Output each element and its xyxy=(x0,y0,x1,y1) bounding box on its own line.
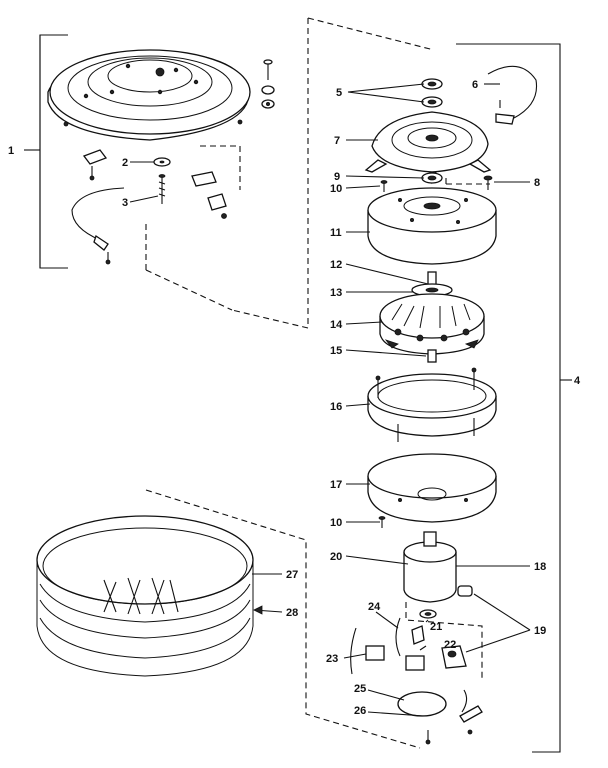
dashed-guide-8 xyxy=(445,178,490,190)
label-27: 27 xyxy=(286,569,298,581)
top-cover-plate xyxy=(47,49,251,141)
label-5: 5 xyxy=(336,87,342,99)
label-9: 9 xyxy=(334,171,340,183)
label-19: 19 xyxy=(534,625,546,637)
part-23-24-clips xyxy=(350,617,425,675)
label-1: 1 xyxy=(8,145,14,157)
part-19-cap-and-plug xyxy=(441,585,473,669)
parts-21-22-terminals xyxy=(411,609,437,645)
label-28: 28 xyxy=(286,607,298,619)
part-5-nuts xyxy=(421,78,443,108)
label-2: 2 xyxy=(122,157,128,169)
part-18-capacitor xyxy=(403,531,457,603)
group-4-bracket xyxy=(456,43,572,753)
label-22: 22 xyxy=(444,639,456,651)
bracket-clip-left xyxy=(82,149,108,181)
part-3-screw xyxy=(158,174,166,204)
wire-lead-bottom xyxy=(459,689,483,735)
label-10-bottom: 10 xyxy=(330,517,342,529)
label-25: 25 xyxy=(354,683,366,695)
dashed-guide-group1 xyxy=(145,18,309,329)
screw-and-washer-right xyxy=(261,59,275,109)
label-7: 7 xyxy=(334,135,340,147)
label-12: 12 xyxy=(330,259,342,271)
label-11: 11 xyxy=(330,227,342,239)
part-2-washer xyxy=(153,157,171,167)
label-26: 26 xyxy=(354,705,366,717)
part-7-plate xyxy=(364,111,492,185)
label-14: 14 xyxy=(330,319,343,331)
part-10-screw-bottom xyxy=(378,516,386,528)
label-21: 21 xyxy=(430,621,442,633)
label-13: 13 xyxy=(330,287,342,299)
dashed-guide-top xyxy=(307,17,435,51)
label-6: 6 xyxy=(472,79,478,91)
part-15-shaft-bottom xyxy=(427,349,437,363)
part-16-stator-ring xyxy=(367,367,497,442)
label-17: 17 xyxy=(330,479,342,491)
part-14-rotor xyxy=(379,293,485,355)
group-1-bracket xyxy=(24,34,68,269)
label-18: 18 xyxy=(534,561,546,573)
part-12-13-shaft-and-bearing xyxy=(411,271,453,297)
dashed-guide-cap xyxy=(405,602,483,680)
label-15: 15 xyxy=(330,345,342,357)
part-17-housing-bottom xyxy=(367,453,497,523)
part-25-disc xyxy=(397,691,447,717)
part-6-wire-lead xyxy=(487,65,538,125)
part-27-28-bowl xyxy=(36,515,254,677)
label-10-top: 10 xyxy=(330,183,342,195)
label-16: 16 xyxy=(330,401,342,413)
wire-lead-left xyxy=(71,187,125,265)
label-8: 8 xyxy=(534,177,540,189)
part-26-screw xyxy=(425,730,431,745)
part-11-motor-housing-top xyxy=(367,187,497,265)
leader-lines xyxy=(129,83,531,717)
bracket-clips-right xyxy=(191,145,241,219)
part-9-nut xyxy=(421,172,443,184)
part-labels: 1 2 3 4 5 6 7 8 9 10 11 12 13 14 15 16 1… xyxy=(8,79,581,717)
label-24: 24 xyxy=(368,601,381,613)
part-8-screw xyxy=(483,175,493,190)
dashed-guide-bowl xyxy=(145,489,421,749)
label-3: 3 xyxy=(122,197,128,209)
label-4: 4 xyxy=(574,375,581,387)
label-20: 20 xyxy=(330,551,342,563)
label-23: 23 xyxy=(326,653,338,665)
part-10-screw-top xyxy=(380,180,388,192)
